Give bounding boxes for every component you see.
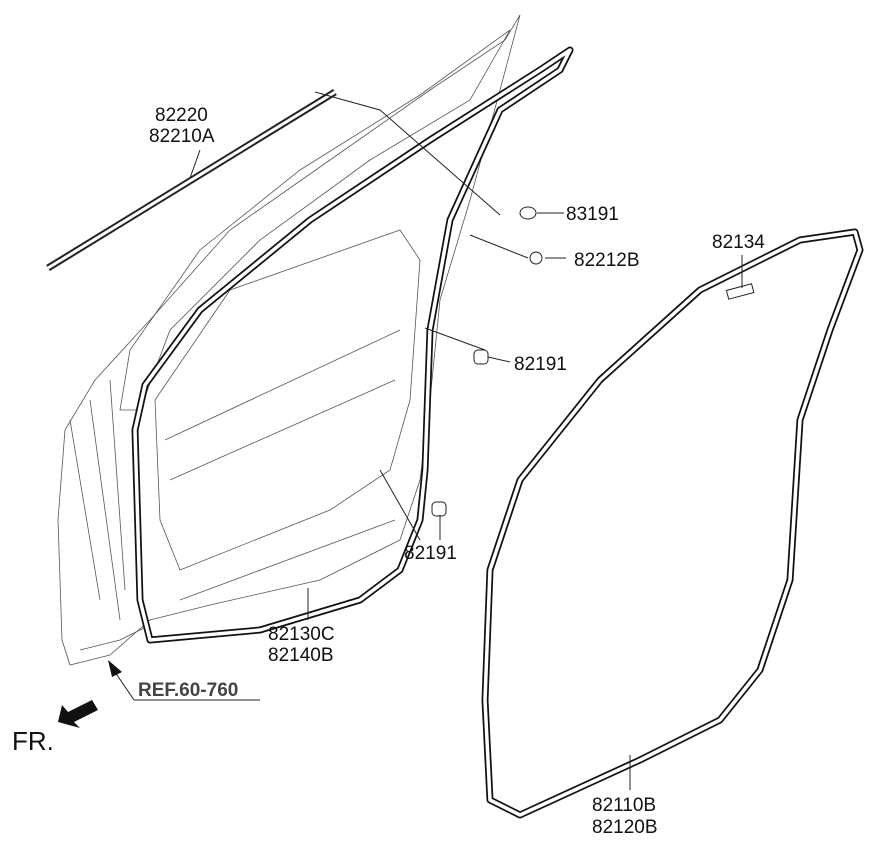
bumper-lower-part (431, 501, 447, 517)
label-82210a: 82210A (149, 126, 215, 147)
label-82191-upper: 82191 (514, 354, 567, 375)
front-direction-label: FR. (12, 726, 54, 756)
door-panel (57, 14, 521, 666)
pad-part (725, 283, 755, 300)
label-82110b: 82110B (592, 795, 656, 816)
door-weatherstrip (131, 46, 574, 644)
label-82130c: 82130C (268, 624, 335, 645)
bumper-upper-part (473, 349, 489, 365)
label-82191-lower: 82191 (404, 543, 457, 564)
label-82140b: 82140B (268, 645, 334, 666)
label-82220: 82220 (155, 105, 208, 126)
label-82212b: 82212B (574, 250, 640, 271)
reference-label: REF.60-760 (138, 680, 238, 701)
belt-moulding (46, 89, 337, 271)
label-83191: 83191 (566, 204, 619, 225)
front-direction-arrow-icon (58, 700, 98, 728)
cap-part (519, 206, 537, 220)
label-82134: 82134 (712, 232, 765, 253)
clip-part (529, 251, 543, 265)
label-82120b: 82120B (592, 817, 658, 838)
ref-arrow-icon (108, 660, 122, 677)
body-weatherstrip (481, 228, 864, 819)
